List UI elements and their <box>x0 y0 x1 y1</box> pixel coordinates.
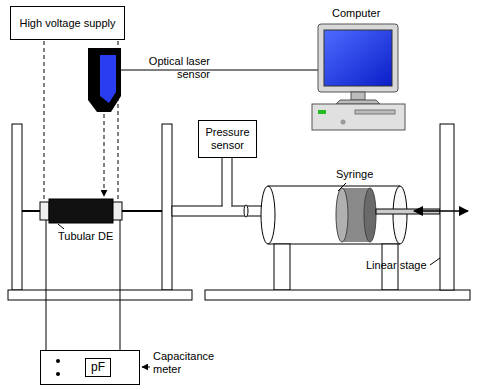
laser-sensor <box>88 48 121 112</box>
leader-line <box>430 258 440 265</box>
frame-base <box>8 290 192 300</box>
meter-wire <box>120 220 121 350</box>
drive-slot <box>355 110 395 114</box>
tubular-de <box>49 199 113 223</box>
device-label: Capacitance meter <box>153 350 223 376</box>
end-cap <box>40 202 49 220</box>
meter-wire <box>46 220 47 350</box>
pipe <box>172 206 266 216</box>
syringe-end <box>261 186 275 244</box>
pipe-joint <box>244 205 248 217</box>
pipe <box>232 158 233 206</box>
power-led <box>318 110 326 114</box>
meter-box: pF <box>40 350 140 385</box>
stage-base <box>205 290 470 300</box>
laser-sensor-window <box>100 55 116 103</box>
sensor-box: Pressure sensor <box>198 120 257 158</box>
device-label: Optical laser sensor <box>136 55 210 81</box>
monitor-base <box>336 100 380 104</box>
syringe-barrel <box>268 186 400 187</box>
pipe <box>222 158 232 206</box>
frame-post <box>162 124 172 290</box>
syringe-end <box>393 186 407 244</box>
monitor <box>318 24 398 92</box>
meter-dot <box>56 359 60 363</box>
frame-post <box>12 124 22 290</box>
meter-body <box>40 350 140 385</box>
monitor-neck <box>351 92 365 100</box>
part-label: Tubular DE <box>58 230 118 243</box>
node-text: High voltage supply <box>19 17 115 30</box>
computer-case <box>312 104 405 130</box>
case-button <box>341 120 346 125</box>
rod <box>122 210 162 212</box>
leader-arrow <box>142 367 150 368</box>
plunger <box>364 188 376 242</box>
rod <box>22 210 40 212</box>
support <box>274 244 290 290</box>
plunger <box>336 188 348 242</box>
linear-stage-post <box>440 124 454 290</box>
node-text: Pressure sensor <box>202 126 253 151</box>
syringe-barrel <box>268 186 400 244</box>
hv-wire <box>44 41 45 202</box>
node-text: pF <box>85 358 111 378</box>
laser-beam <box>104 114 105 196</box>
leader-line <box>338 183 346 191</box>
part-label: Linear stage <box>366 259 430 272</box>
device-label: Computer <box>332 7 402 20</box>
end-cap <box>113 202 122 220</box>
leader-line <box>58 224 64 229</box>
supply-box: High voltage supply <box>10 6 125 40</box>
meter-dot <box>56 372 60 376</box>
motion-arrow <box>414 210 468 212</box>
pipe <box>222 158 223 206</box>
part-label: Syringe <box>336 168 396 181</box>
pipe-joint <box>223 205 231 207</box>
monitor-screen <box>324 30 392 86</box>
sensor-cable <box>121 70 318 71</box>
